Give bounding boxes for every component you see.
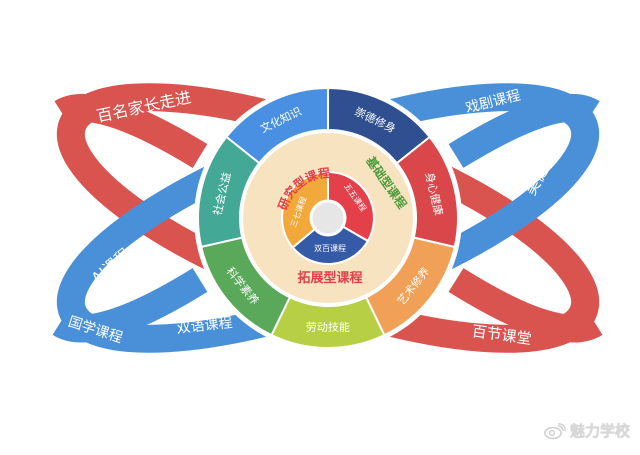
ellipse-front-group (52, 93, 603, 343)
weibo-icon (544, 422, 566, 439)
inner-label-shuangbai: 双百课程 (314, 244, 346, 253)
outer-ring: 文化知识崇德修身身心健康艺术修养劳动技能科学素养社会公益 (197, 86, 459, 349)
watermark: 魅力学校 (544, 420, 630, 441)
middle-label-extended: 拓展型课程 (297, 270, 362, 286)
blue-ellipse-front-left (52, 268, 208, 343)
center-hub (309, 199, 347, 237)
red-ellipse-front-left (54, 93, 208, 168)
label-bilingual: 双语课程 (176, 315, 233, 337)
central-wheel: 文化知识崇德修身身心健康艺术修养劳动技能科学素养社会公益 研究型课程 基础型课程… (194, 84, 462, 352)
outer-segment-6 (197, 135, 261, 249)
watermark-text: 魅力学校 (569, 422, 630, 440)
blue-ellipse-front-right (448, 93, 600, 168)
red-ellipse-front-right (448, 268, 603, 343)
outer-label-4: 劳动技能 (306, 320, 350, 334)
